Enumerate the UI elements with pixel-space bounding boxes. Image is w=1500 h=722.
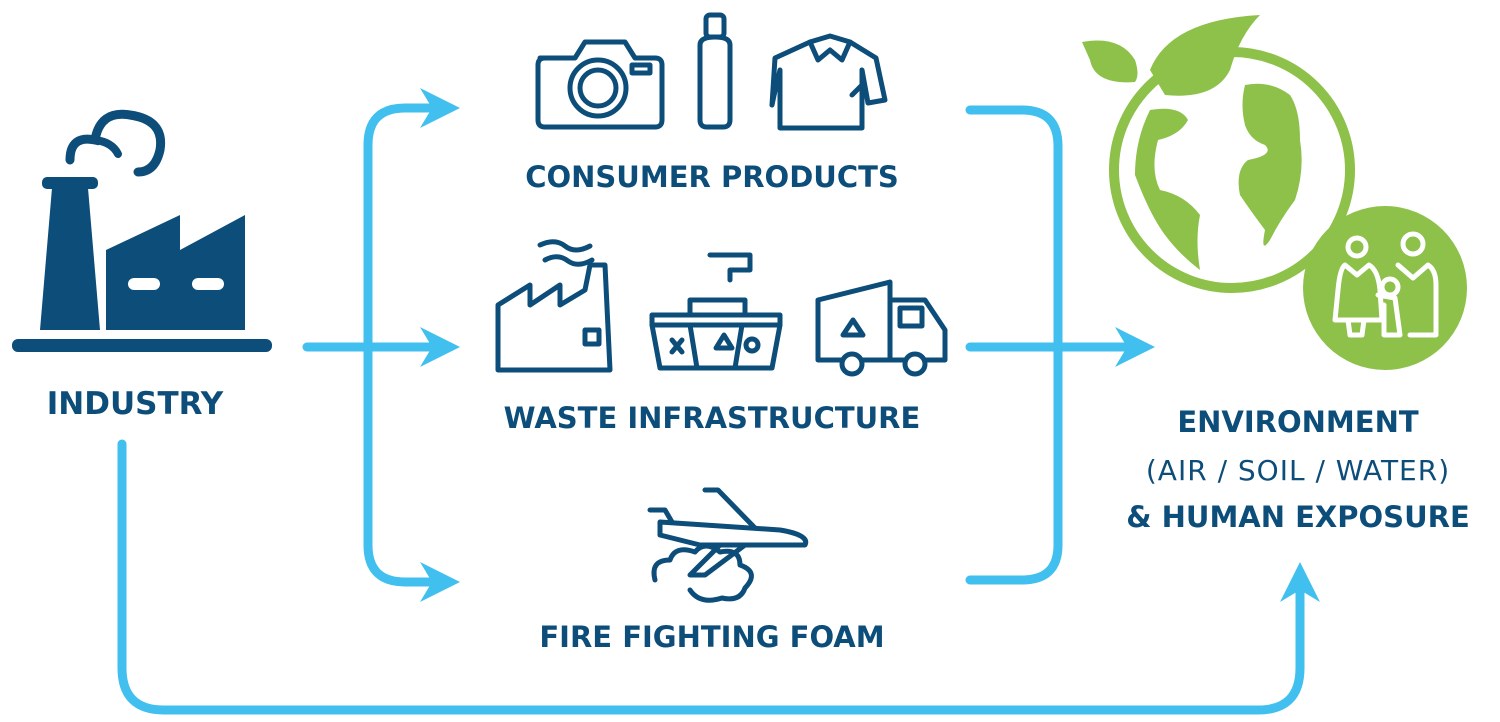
arrow-industry-direct-to-environment (117, 439, 1320, 715)
garbage-truck-icon (815, 279, 948, 377)
bottle-icon (697, 12, 733, 130)
arrow-branch-to-foam (363, 342, 460, 602)
family-icon (1303, 206, 1467, 370)
environment-subtitle: (AIR / SOIL / WATER) (1146, 454, 1450, 487)
globe-leaf-icon (1082, 15, 1355, 293)
airplane-foam-icon (647, 487, 809, 603)
shirt-icon (769, 33, 888, 131)
environment-title: ENVIRONMENT (1177, 405, 1419, 439)
consumer-products-label: CONSUMER PRODUCTS (525, 160, 899, 194)
fire-fighting-foam-label: FIRE FIGHTING FOAM (539, 620, 884, 654)
flow-arrows (117, 88, 1320, 715)
factory-icon (12, 109, 272, 352)
human-exposure-label: & HUMAN EXPOSURE (1126, 500, 1470, 534)
camera-icon (535, 39, 665, 130)
waste-infrastructure-label: WASTE INFRASTRUCTURE (504, 401, 921, 435)
waste-plant-icon (495, 239, 613, 373)
recycling-bins-icon (649, 252, 783, 371)
arrow-branch-to-consumer (363, 88, 460, 352)
industry-label: INDUSTRY (47, 386, 224, 422)
